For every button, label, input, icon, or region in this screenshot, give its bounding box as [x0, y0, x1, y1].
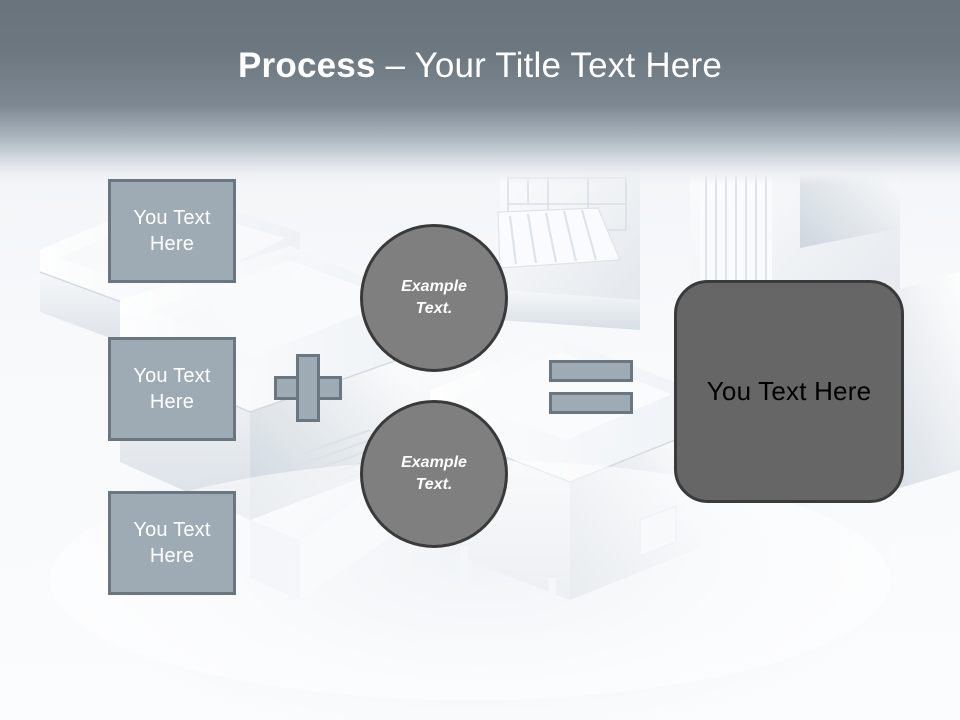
plus-icon	[274, 354, 342, 422]
equals-icon-top-bar	[549, 360, 633, 382]
result-box[interactable]: You Text Here	[674, 280, 904, 503]
header-gradient-band	[0, 0, 960, 185]
equals-icon	[549, 360, 633, 414]
equals-icon-bottom-bar	[549, 392, 633, 414]
page-title-rest: – Your Title Text Here	[375, 46, 722, 85]
plus-icon-center-fill	[299, 379, 317, 397]
page-title-bold: Process	[238, 46, 376, 85]
page-title: Process – Your Title Text Here	[0, 46, 960, 86]
